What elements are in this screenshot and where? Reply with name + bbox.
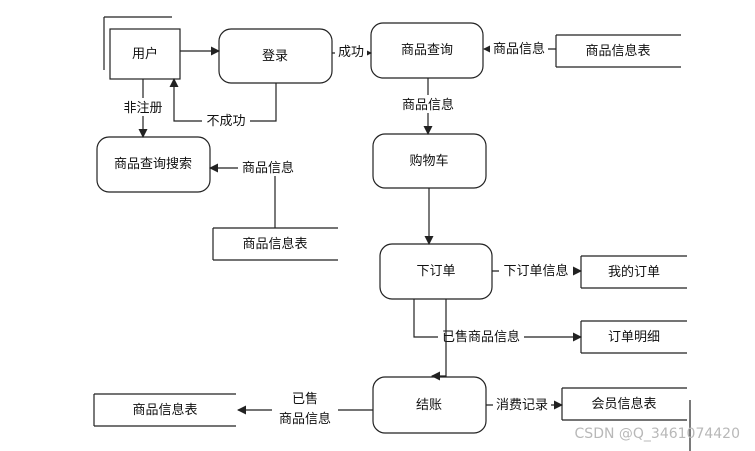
node-checkout-label: 结账	[416, 398, 442, 413]
store-member-label: 会员信息表	[591, 396, 656, 412]
store-order-detail: 订单明细	[580, 320, 687, 354]
node-login-label: 登录	[262, 49, 288, 64]
edge-order-info-label: 下订单信息	[503, 263, 568, 279]
node-login: 登录	[218, 28, 333, 84]
node-order-label: 下订单	[416, 264, 455, 279]
edge-product-info-search-label: 商品信息	[242, 160, 294, 176]
edge-order-checkout	[431, 299, 447, 381]
edge-sold-line1-label: 已售	[292, 391, 318, 407]
edge-login-success-label: 成功	[338, 45, 364, 60]
store-product-mid-label: 商品信息表	[242, 236, 307, 252]
edge-product-info-query-label: 商品信息	[493, 41, 545, 57]
edge-sold-line2-label: 商品信息	[279, 411, 331, 427]
node-order: 下订单	[379, 243, 493, 300]
store-my-orders: 我的订单	[580, 255, 687, 289]
node-query: 商品查询	[370, 22, 484, 79]
store-product-mid: 商品信息表	[212, 227, 338, 261]
node-query-label: 商品查询	[401, 43, 453, 58]
edge-product-info-cart-label: 商品信息	[402, 97, 454, 113]
node-cart-label: 购物车	[409, 153, 448, 169]
store-product-bottom: 商品信息表	[93, 393, 236, 427]
watermark: CSDN @Q_3461074420	[575, 426, 740, 442]
store-my-orders-label: 我的订单	[608, 264, 660, 280]
node-cart: 购物车	[372, 133, 487, 189]
node-search-label: 商品查询搜索	[114, 157, 192, 172]
edge-store-search	[209, 163, 276, 228]
node-user: 用户	[103, 16, 181, 80]
store-product-top-label: 商品信息表	[585, 43, 650, 59]
node-search: 商品查询搜索	[96, 136, 211, 193]
store-product-bottom-label: 商品信息表	[132, 402, 197, 418]
edge-consumption-label: 消费记录	[496, 398, 548, 413]
store-order-detail-label: 订单明细	[608, 330, 660, 345]
node-checkout: 结账	[372, 376, 487, 434]
edge-sold-info-label: 已售商品信息	[442, 329, 520, 345]
edge-login-fail-label: 不成功	[206, 114, 245, 129]
edge-unregistered-label: 非注册	[123, 101, 162, 116]
node-user-label: 用户	[132, 46, 158, 62]
store-product-top: 商品信息表	[555, 34, 681, 68]
edge-order-detail	[413, 299, 582, 342]
